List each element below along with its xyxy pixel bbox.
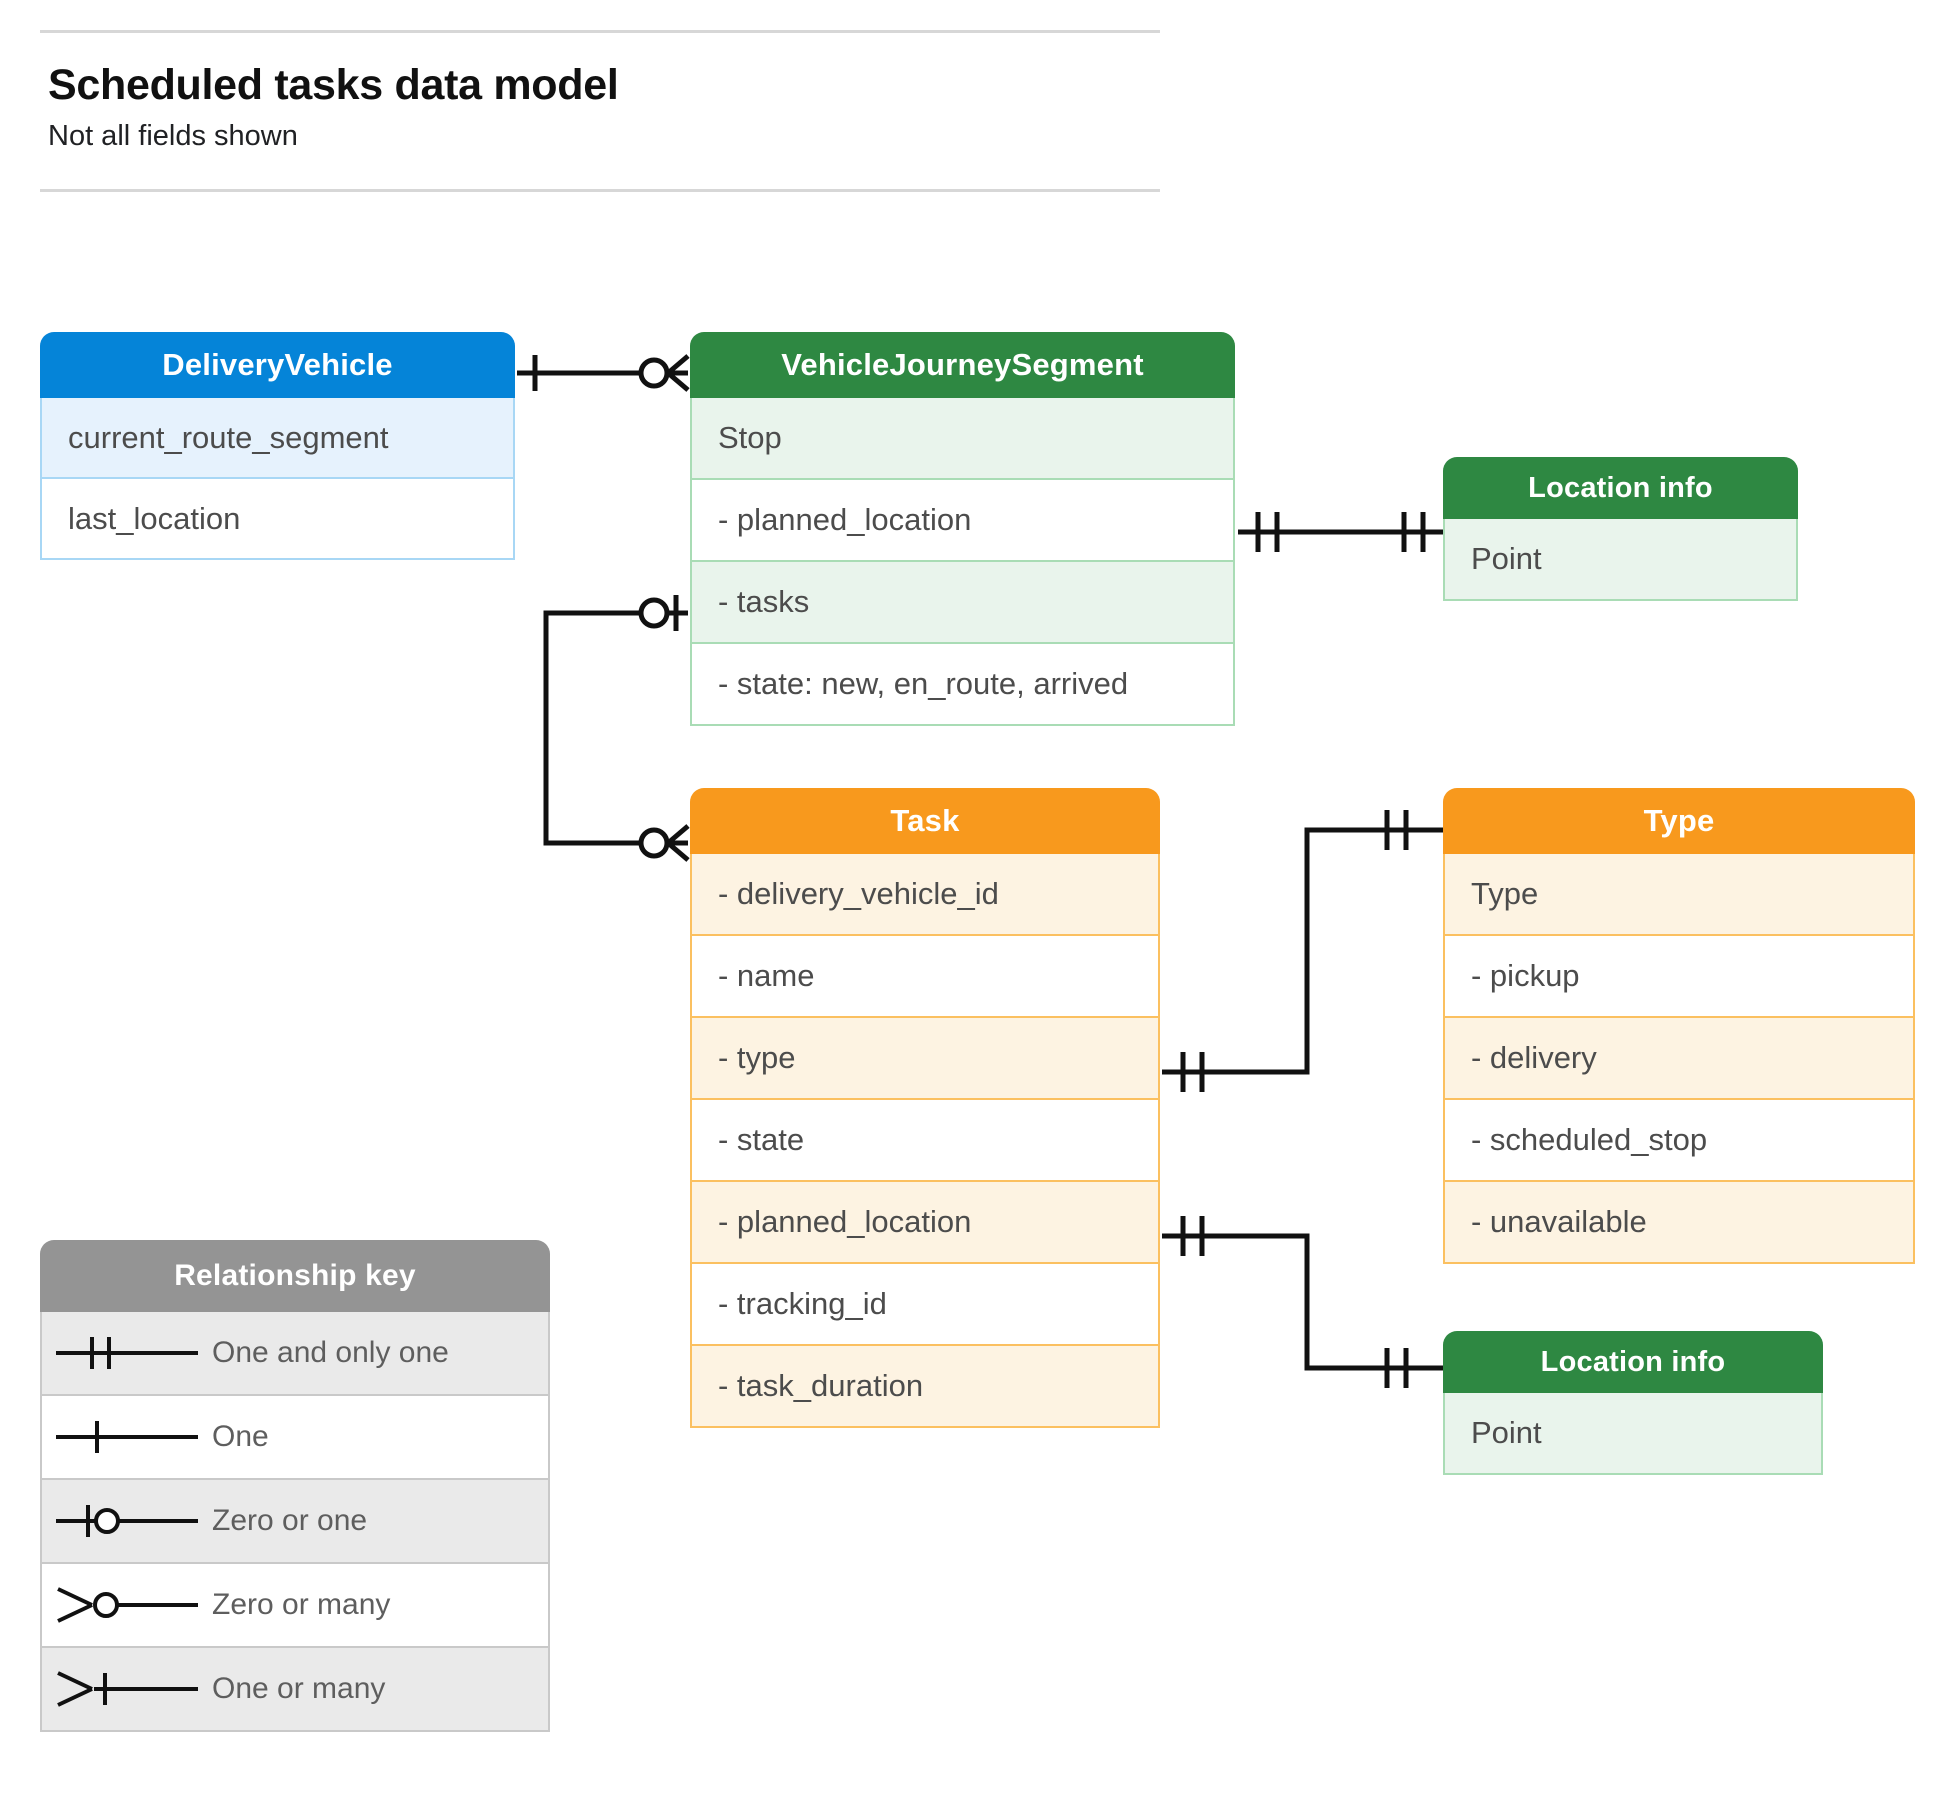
entity-header-location-info-1: Location info xyxy=(1443,457,1798,519)
crow-upper-vjs xyxy=(666,354,690,375)
entity-field-row: Stop xyxy=(690,398,1235,480)
field-label: - name xyxy=(718,958,815,993)
field-label: - tasks xyxy=(718,584,810,619)
entity-type[interactable]: Type Type - pickup - delivery - schedule… xyxy=(1443,788,1915,1264)
crow-circle-task xyxy=(638,827,670,859)
entity-field-row: - planned_location xyxy=(690,480,1235,562)
field-label: - planned_location xyxy=(718,502,972,537)
legend-label: One and only one xyxy=(212,1336,449,1369)
header-rule-bottom xyxy=(40,189,1160,192)
wire-task-type xyxy=(1162,827,1443,1075)
header-rule-top xyxy=(40,30,1160,33)
page-title: Scheduled tasks data model xyxy=(48,61,619,109)
legend-row-one-or-many: One or many xyxy=(40,1648,550,1732)
entity-field-row: - delivery_vehicle_id xyxy=(690,854,1160,936)
legend-label: Zero or one xyxy=(212,1504,368,1537)
entity-header-task: Task xyxy=(690,788,1160,854)
field-label: - state: new, en_route, arrived xyxy=(718,666,1129,701)
legend-row-zero-or-one: Zero or one xyxy=(40,1480,550,1564)
one-or-many-icon xyxy=(42,1664,212,1714)
entity-field-row: - task_duration xyxy=(690,1346,1160,1428)
field-label: - pickup xyxy=(1471,958,1580,993)
page-subtitle: Not all fields shown xyxy=(48,120,298,152)
entity-vehicle-journey-segment[interactable]: VehicleJourneySegment Stop - planned_loc… xyxy=(690,332,1235,726)
entity-location-info-2[interactable]: Location info Point xyxy=(1443,1331,1823,1475)
entity-field-row: - pickup xyxy=(1443,936,1915,1018)
entity-field-row: - scheduled_stop xyxy=(1443,1100,1915,1182)
field-label: - unavailable xyxy=(1471,1204,1647,1239)
entity-field-row: - tracking_id xyxy=(690,1264,1160,1346)
entity-header-delivery-vehicle: DeliveryVehicle xyxy=(40,332,515,398)
legend-row-zero-or-many: Zero or many xyxy=(40,1564,550,1648)
entity-field-row: last_location xyxy=(40,479,515,560)
zero-or-one-icon xyxy=(42,1496,212,1546)
entity-header-type: Type xyxy=(1443,788,1915,854)
field-label: - tracking_id xyxy=(718,1286,887,1321)
one-icon xyxy=(42,1412,212,1462)
legend-label: One xyxy=(212,1420,269,1453)
zero-circle-tasks xyxy=(638,597,670,629)
entity-task[interactable]: Task - delivery_vehicle_id - name - type… xyxy=(690,788,1160,1428)
zero-or-many-icon xyxy=(42,1580,212,1630)
legend-label: Zero or many xyxy=(212,1588,391,1621)
crow-lower-vjs xyxy=(666,371,690,392)
legend-label: One or many xyxy=(212,1672,386,1705)
entity-field-row: - tasks xyxy=(690,562,1235,644)
field-label: - scheduled_stop xyxy=(1471,1122,1708,1157)
entity-field-row: - state xyxy=(690,1100,1160,1182)
page-header: Scheduled tasks data model Not all field… xyxy=(40,30,1160,192)
field-label: - delivery xyxy=(1471,1040,1597,1075)
relationship-key-legend[interactable]: Relationship key One and only one One xyxy=(40,1240,550,1732)
legend-row-one: One xyxy=(40,1396,550,1480)
field-label: last_location xyxy=(68,500,241,536)
legend-row-one-and-only-one: One and only one xyxy=(40,1312,550,1396)
entity-field-row: - delivery xyxy=(1443,1018,1915,1100)
field-label: Point xyxy=(1471,541,1542,576)
entity-field-row: - state: new, en_route, arrived xyxy=(690,644,1235,726)
field-label: Point xyxy=(1471,1415,1542,1450)
field-label: Type xyxy=(1471,876,1539,911)
entity-field-row: Point xyxy=(1443,519,1798,601)
wire-task-loc2 xyxy=(1162,1233,1443,1371)
field-label: - task_duration xyxy=(718,1368,924,1403)
entity-field-row: - unavailable xyxy=(1443,1182,1915,1264)
field-label: Stop xyxy=(718,420,782,455)
entity-field-row: current_route_segment xyxy=(40,398,515,479)
wire-vjs-task xyxy=(543,610,688,846)
field-label: - delivery_vehicle_id xyxy=(718,876,999,911)
entity-field-row: - planned_location xyxy=(690,1182,1160,1264)
entity-header-location-info-2: Location info xyxy=(1443,1331,1823,1393)
field-label: - state xyxy=(718,1122,805,1157)
entity-header-vehicle-journey-segment: VehicleJourneySegment xyxy=(690,332,1235,398)
entity-delivery-vehicle[interactable]: DeliveryVehicle current_route_segment la… xyxy=(40,332,515,560)
entity-location-info-1[interactable]: Location info Point xyxy=(1443,457,1798,601)
entity-field-row: - name xyxy=(690,936,1160,1018)
crow-circle-vjs xyxy=(638,357,670,389)
field-label: current_route_segment xyxy=(68,419,389,455)
field-label: - planned_location xyxy=(718,1204,972,1239)
field-label: - type xyxy=(718,1040,796,1075)
entity-field-row: Point xyxy=(1443,1393,1823,1475)
entity-field-row: Type xyxy=(1443,854,1915,936)
entity-field-row: - type xyxy=(690,1018,1160,1100)
one-and-only-one-icon xyxy=(42,1328,212,1378)
legend-header: Relationship key xyxy=(40,1240,550,1312)
